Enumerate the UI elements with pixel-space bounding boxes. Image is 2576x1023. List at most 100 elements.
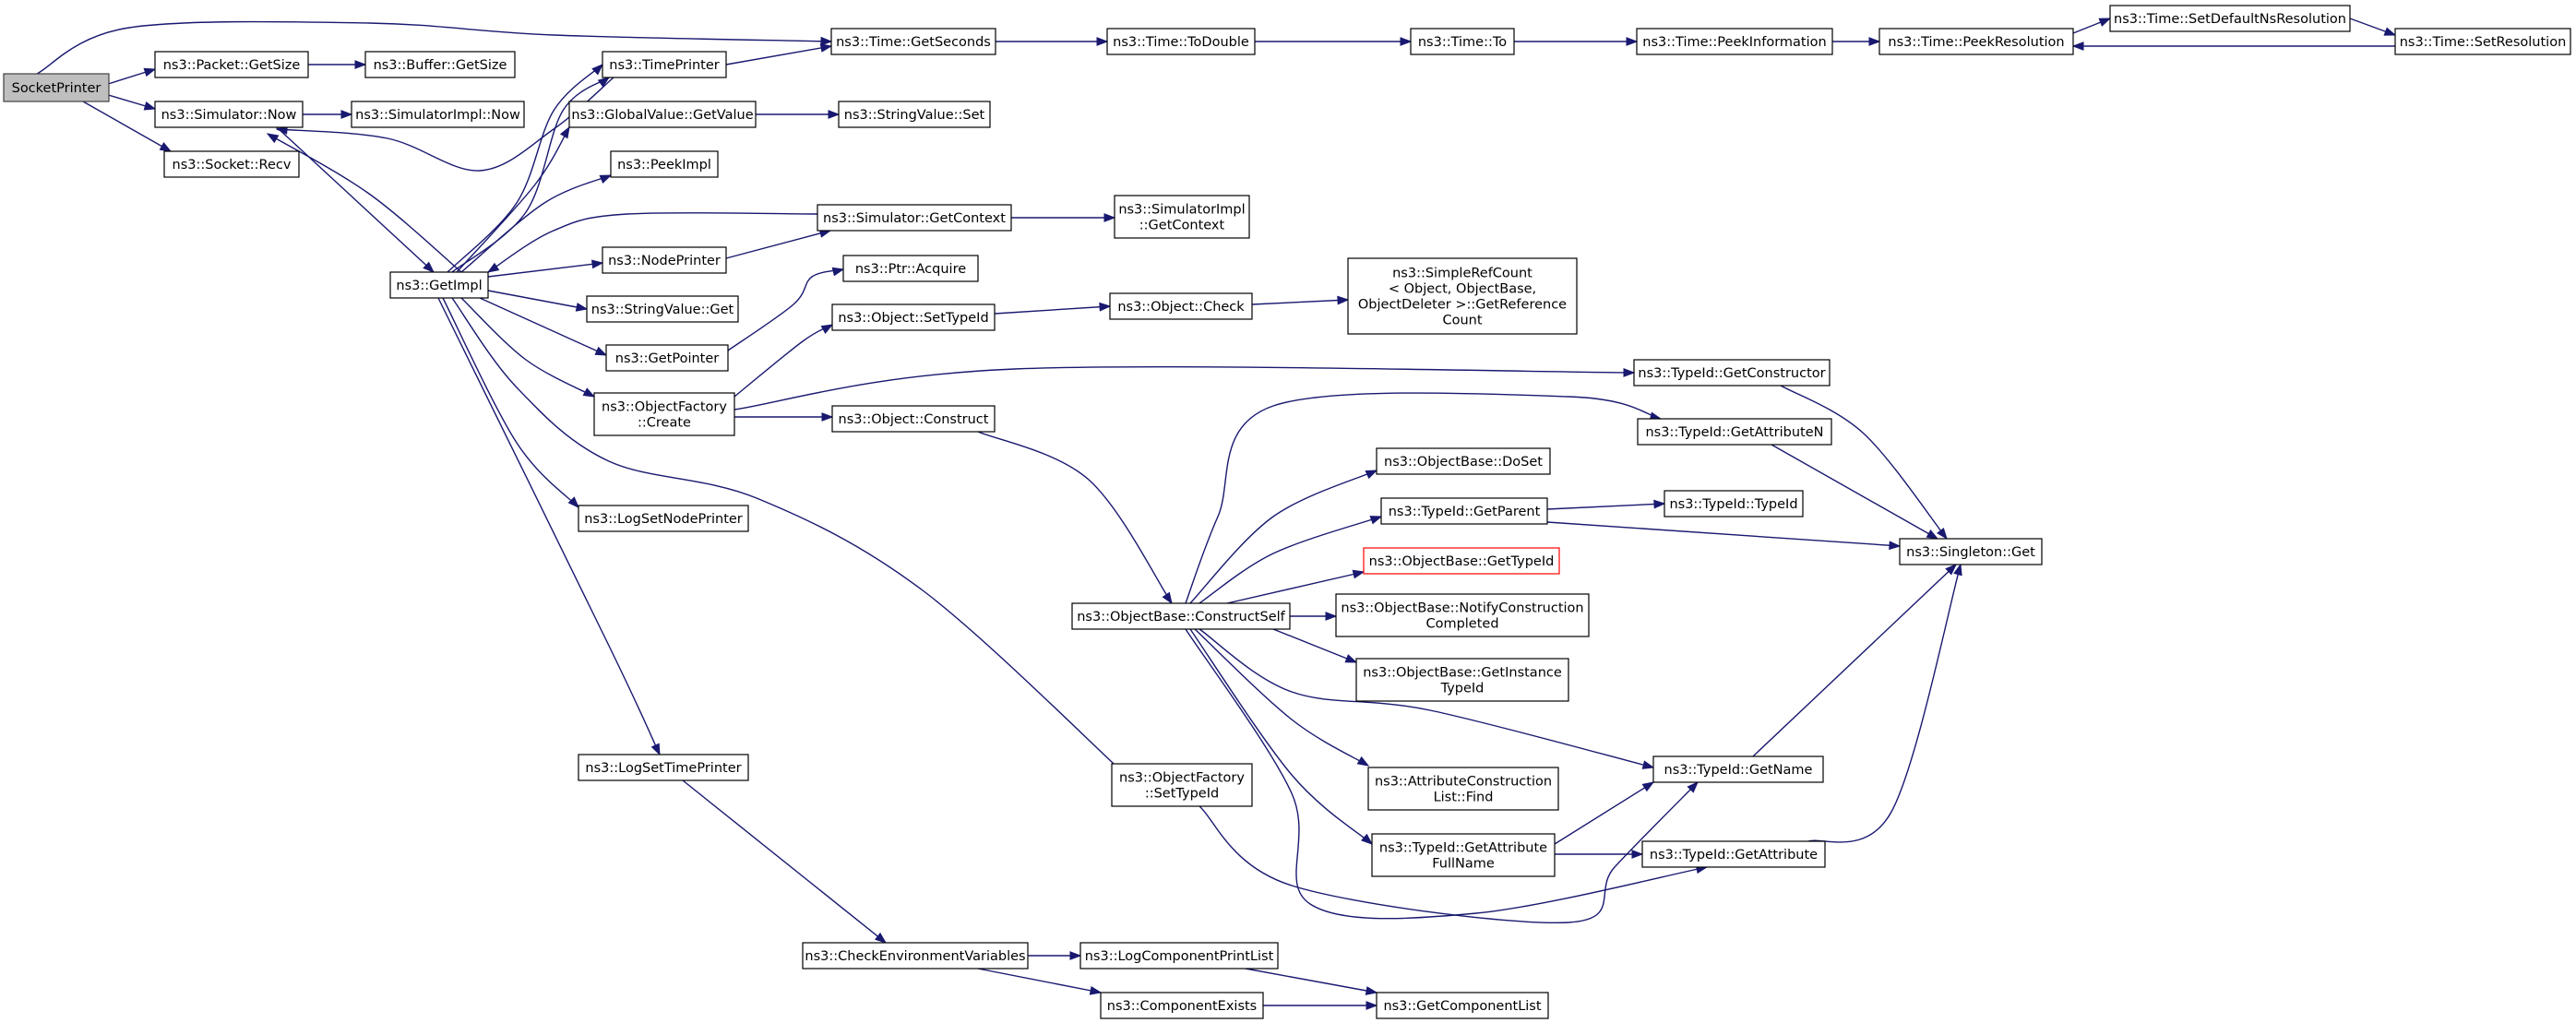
node-peekimpl[interactable]: ns3::PeekImpl <box>610 150 719 178</box>
edge-line <box>487 290 588 310</box>
node-label: ns3::SimulatorImpl <box>1118 203 1245 218</box>
node-singleton_get[interactable]: ns3::Singleton::Get <box>1899 538 2043 565</box>
edge-line <box>487 262 603 278</box>
node-sim_getcontext[interactable]: ns3::Simulator::GetContext <box>817 204 1012 232</box>
node-getimpl[interactable]: ns3::GetImpl <box>389 271 489 299</box>
node-time_to[interactable]: ns3::Time::To <box>1410 28 1515 55</box>
node-obj_check[interactable]: ns3::Object::Check <box>1109 292 1253 320</box>
arrowhead-icon <box>423 261 435 273</box>
node-label: ns3::Time::SetResolution <box>2400 35 2567 50</box>
edge-line <box>1199 516 1382 604</box>
arrowhead-icon <box>1352 569 1366 579</box>
node-obj_construct[interactable]: ns3::Object::Construct <box>831 405 996 433</box>
arrowhead-icon <box>1889 541 1902 551</box>
node-label: < Object, ObjectBase, <box>1389 282 1536 297</box>
node-tid_getname[interactable]: ns3::TypeId::GetName <box>1652 755 1824 783</box>
node-of_settypeid[interactable]: ns3::ObjectFactory::SetTypeId <box>1111 763 1253 807</box>
edge-line <box>1194 628 1369 767</box>
node-label: ::Create <box>638 416 691 431</box>
node-ob_constructself[interactable]: ns3::ObjectBase::ConstructSelf <box>1071 602 1291 630</box>
node-box <box>578 505 749 532</box>
node-ptr_acquire[interactable]: ns3::Ptr::Acquire <box>842 255 979 282</box>
node-obj_settypeid[interactable]: ns3::Object::SetTypeId <box>831 303 996 331</box>
node-box <box>1641 840 1826 868</box>
node-label: ns3::Buffer::GetSize <box>374 58 507 73</box>
node-tid_getconstructor[interactable]: ns3::TypeId::GetConstructor <box>1633 359 1831 387</box>
node-simimpl_getcontext[interactable]: ns3::SimulatorImpl::GetContext <box>1114 195 1250 239</box>
node-time_peekinfo[interactable]: ns3::Time::PeekInformation <box>1636 28 1833 55</box>
node-box <box>838 101 991 128</box>
call-edge-ob_constructself-to-ob_notify <box>1290 612 1338 621</box>
node-compexists[interactable]: ns3::ComponentExists <box>1100 992 1264 1019</box>
call-edge-getpointer-to-ptr_acquire <box>727 267 845 351</box>
node-ob_notify[interactable]: ns3::ObjectBase::NotifyConstructionCompl… <box>1335 593 1590 637</box>
node-box <box>3 73 110 102</box>
node-socket_recv[interactable]: ns3::Socket::Recv <box>163 150 300 178</box>
node-tid_getparent[interactable]: ns3::TypeId::GetParent <box>1380 497 1548 525</box>
node-simplerefcount[interactable]: ns3::SimpleRefCount< Object, ObjectBase,… <box>1347 257 1578 335</box>
arrowhead-icon <box>820 36 833 46</box>
node-label: ns3::GetPointer <box>615 351 720 366</box>
node-sv_get[interactable]: ns3::StringValue::Get <box>586 295 739 323</box>
node-label: ns3::LogComponentPrintList <box>1085 949 1274 964</box>
node-tid_getattributen[interactable]: ns3::TypeId::GetAttributeN <box>1637 418 1832 446</box>
call-edge-socketprinter-to-socket_recv <box>82 101 173 152</box>
edge-line <box>82 101 172 152</box>
node-sv_set[interactable]: ns3::StringValue::Set <box>838 101 991 128</box>
arrowhead-icon <box>2383 27 2397 36</box>
node-time_setdefaultns[interactable]: ns3::Time::SetDefaultNsResolution <box>2109 5 2351 32</box>
node-time_setres[interactable]: ns3::Time::SetResolution <box>2394 28 2571 55</box>
node-logcompprintlist[interactable]: ns3::LogComponentPrintList <box>1079 942 1279 969</box>
call-edge-time_peekinfo-to-time_peekres <box>1832 37 1881 46</box>
node-getpointer[interactable]: ns3::GetPointer <box>605 344 729 372</box>
arrowhead-icon <box>1868 37 1881 46</box>
node-ob_doset[interactable]: ns3::ObjectBase::DoSet <box>1376 447 1551 475</box>
node-gv_getvalue[interactable]: ns3::GlobalValue::GetValue <box>568 101 757 128</box>
node-box <box>602 51 727 78</box>
node-packet_getsize[interactable]: ns3::Packet::GetSize <box>154 51 309 78</box>
arrowhead-icon <box>874 932 888 944</box>
arrowhead-icon <box>1626 37 1639 46</box>
call-edge-tid_getattributen-to-singleton_get <box>1771 444 1939 540</box>
call-edge-time_peekres-to-time_setdefaultns <box>2072 18 2112 34</box>
edge-line <box>451 77 610 273</box>
node-checkenv[interactable]: ns3::CheckEnvironmentVariables <box>802 942 1029 969</box>
node-label: ns3::TypeId::GetConstructor <box>1638 366 1825 381</box>
node-nodeprinter[interactable]: ns3::NodePrinter <box>602 246 727 274</box>
node-timeprinter[interactable]: ns3::TimePrinter <box>602 51 727 78</box>
edge-line <box>1554 781 1654 845</box>
arrowhead-icon <box>266 133 280 144</box>
node-box <box>568 101 757 128</box>
node-of_create[interactable]: ns3::ObjectFactory::Create <box>593 392 735 436</box>
node-logsetnodeprinter[interactable]: ns3::LogSetNodePrinter <box>578 505 749 532</box>
arrowhead-icon <box>1365 470 1378 480</box>
edge-line <box>1245 968 1377 993</box>
node-tid_typeid[interactable]: ns3::TypeId::TypeId <box>1664 490 1804 517</box>
arrowhead-icon <box>143 67 157 77</box>
node-simimpl_now[interactable]: ns3::SimulatorImpl::Now <box>351 101 525 128</box>
node-label: ObjectDeleter >::GetReference <box>1358 298 1567 313</box>
node-box <box>351 101 525 128</box>
node-label: ns3::Simulator::Now <box>161 108 297 123</box>
edge-line <box>1189 628 1373 845</box>
node-simulator_now[interactable]: ns3::Simulator::Now <box>154 101 304 128</box>
node-getcomplist[interactable]: ns3::GetComponentList <box>1376 992 1549 1019</box>
call-edge-ob_constructself-to-tid_getname <box>1199 628 1655 769</box>
node-logsettimeprinter[interactable]: ns3::LogSetTimePrinter <box>578 754 749 781</box>
node-time_todouble[interactable]: ns3::Time::ToDouble <box>1106 28 1256 55</box>
node-socketprinter[interactable]: SocketPrinter <box>3 73 110 102</box>
arrowhead-icon <box>1653 499 1666 509</box>
node-time_getseconds[interactable]: ns3::Time::GetSeconds <box>830 28 996 55</box>
node-buffer_getsize[interactable]: ns3::Buffer::GetSize <box>364 51 516 78</box>
node-time_peekres[interactable]: ns3::Time::PeekResolution <box>1878 28 2074 55</box>
call-edge-time_setdefaultns-to-time_setres <box>2349 18 2397 36</box>
node-tid_getattribute[interactable]: ns3::TypeId::GetAttribute <box>1641 840 1826 868</box>
call-edge-tid_getparent-to-singleton_get <box>1546 521 1902 551</box>
call-edge-packet_getsize-to-buffer_getsize <box>308 60 367 69</box>
edge-line <box>1199 781 1699 924</box>
node-ob_gettypeid[interactable]: ns3::ObjectBase::GetTypeId <box>1363 547 1560 575</box>
